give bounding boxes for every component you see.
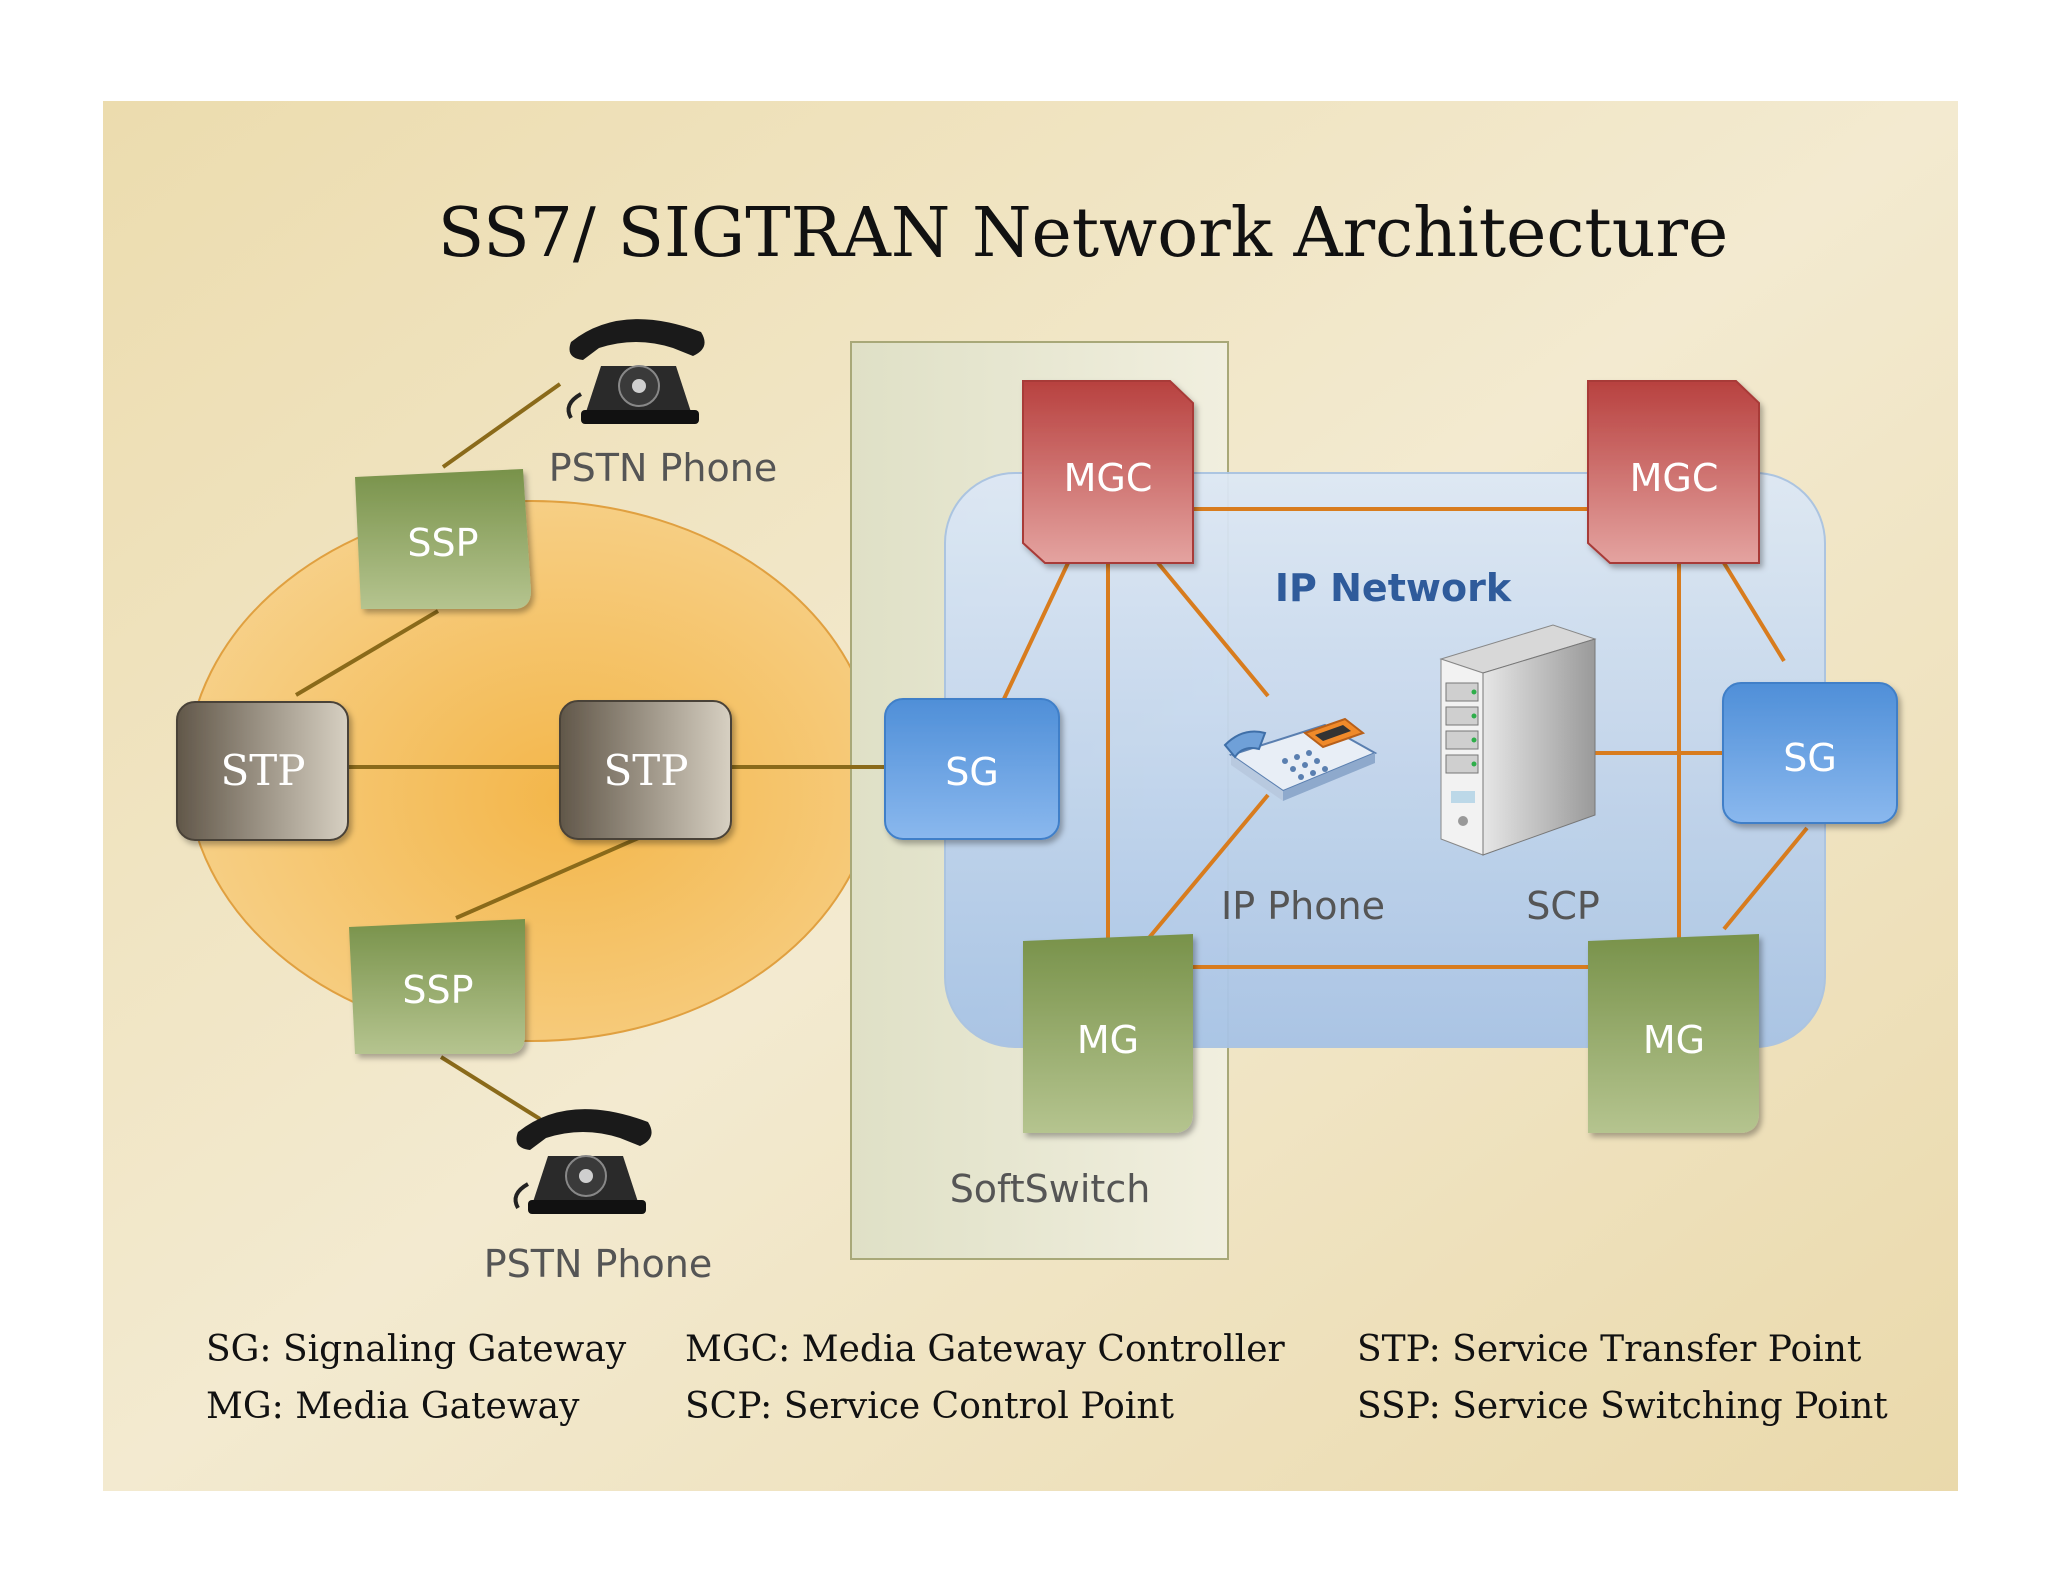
page-title: SS7/ SIGTRAN Network Architecture [438,194,1729,273]
sg-left-node [884,698,1060,840]
architecture-diagram: SS7/ SIGTRAN Network Architecture STP ST… [103,101,1958,1491]
scp-label: SCP [1526,884,1600,928]
mgc-right-label: MGC [1630,456,1719,500]
legend-item: SSP: Service Switching Point [1357,1386,1888,1427]
mgc-left-label: MGC [1064,456,1153,500]
legend-item: SCP: Service Control Point [685,1386,1175,1427]
sg-left-label: SG [945,750,999,794]
stp-right-label: STP [603,746,688,795]
link-ssp-bottom-phone-bottom [439,1055,542,1121]
ssp-bottom-node [349,919,525,1054]
pstn-phone-icon [566,319,705,424]
legend-item: SG: Signaling Gateway [206,1329,627,1370]
link-stp-right-ssp-bottom [455,834,644,920]
link-ip-phone-mg-left [1146,793,1270,941]
pstn-phone-top-label: PSTN Phone [549,446,777,490]
link-mgc-right-sg-right [1722,561,1786,663]
mgc-left-node [1022,380,1194,564]
link-ssp-top-phone-top [441,382,562,469]
sg-right-node [1722,682,1898,824]
ip-phone-icon [1223,717,1378,801]
legend-item: STP: Service Transfer Point [1357,1329,1862,1370]
link-sg-right-mg-right [1722,826,1809,931]
legend-item: MGC: Media Gateway Controller [685,1329,1286,1370]
stp-left-label: STP [220,746,305,795]
mg-right-node [1588,934,1759,1133]
ip-links [1001,507,1809,969]
ip-phone-label: IP Phone [1221,884,1385,928]
slide: SS7/ SIGTRAN Network Architecture STP ST… [103,101,1958,1491]
link-ssp-top-stp-left [294,609,440,697]
legend: SG: Signaling Gateway MG: Media Gateway … [206,1329,1888,1427]
ssp-top-node [355,469,531,609]
pstn-phone-bottom-label: PSTN Phone [484,1242,712,1286]
stp-right-node [559,700,732,840]
legend-item: MG: Media Gateway [206,1386,580,1427]
link-mgc-left-ip-phone [1156,561,1270,698]
mgc-right-node [1587,380,1760,564]
pstn-phone-icon [513,1109,652,1214]
mg-left-label: MG [1077,1018,1139,1062]
ssp-top-label: SSP [407,521,478,565]
server-icon [1439,624,1597,856]
link-mgc-left-sg-left [1001,562,1070,702]
ip-network-label: IP Network [1275,566,1512,610]
sg-right-label: SG [1783,736,1837,780]
stp-left-node [176,701,349,841]
softswitch-label: SoftSwitch [950,1167,1151,1211]
mg-right-label: MG [1643,1018,1705,1062]
ssp-bottom-label: SSP [402,968,473,1012]
mg-left-node [1023,934,1193,1133]
